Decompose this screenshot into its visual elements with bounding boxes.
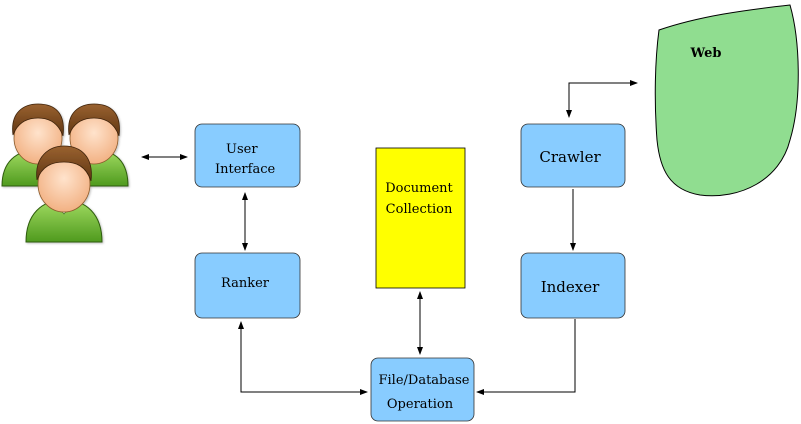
document-collection-label-line2: Collection [386,202,453,217]
document-collection-label-line1: Document [385,181,453,196]
indexer-filedb-arrow [476,319,576,395]
ranker-node: Ranker [194,252,301,319]
user-person-front-icon [25,145,103,243]
indexer-label: Indexer [541,278,600,296]
ranker-label: Ranker [221,276,270,291]
web-label: Web [690,46,722,61]
users-group-icon [1,103,129,243]
user-interface-label-line1: User [226,142,258,157]
file-database-label-line2: Operation [387,397,454,412]
crawler-web-arrow [566,80,638,118]
indexer-node: Indexer [520,252,626,319]
user-interface-label-line2: Interface [215,162,275,177]
crawler-node: Crawler [520,123,626,188]
web-cloud-shape [654,4,799,197]
file-database-operation-node: File/Database Operation [370,357,475,422]
connectors [141,80,638,395]
ranker-filedb-arrow [238,321,368,395]
document-collection-node: Document Collection [375,147,466,289]
user-interface-node: User Interface [194,123,301,188]
crawler-label: Crawler [539,148,601,166]
file-database-label-line1: File/Database [379,373,470,388]
